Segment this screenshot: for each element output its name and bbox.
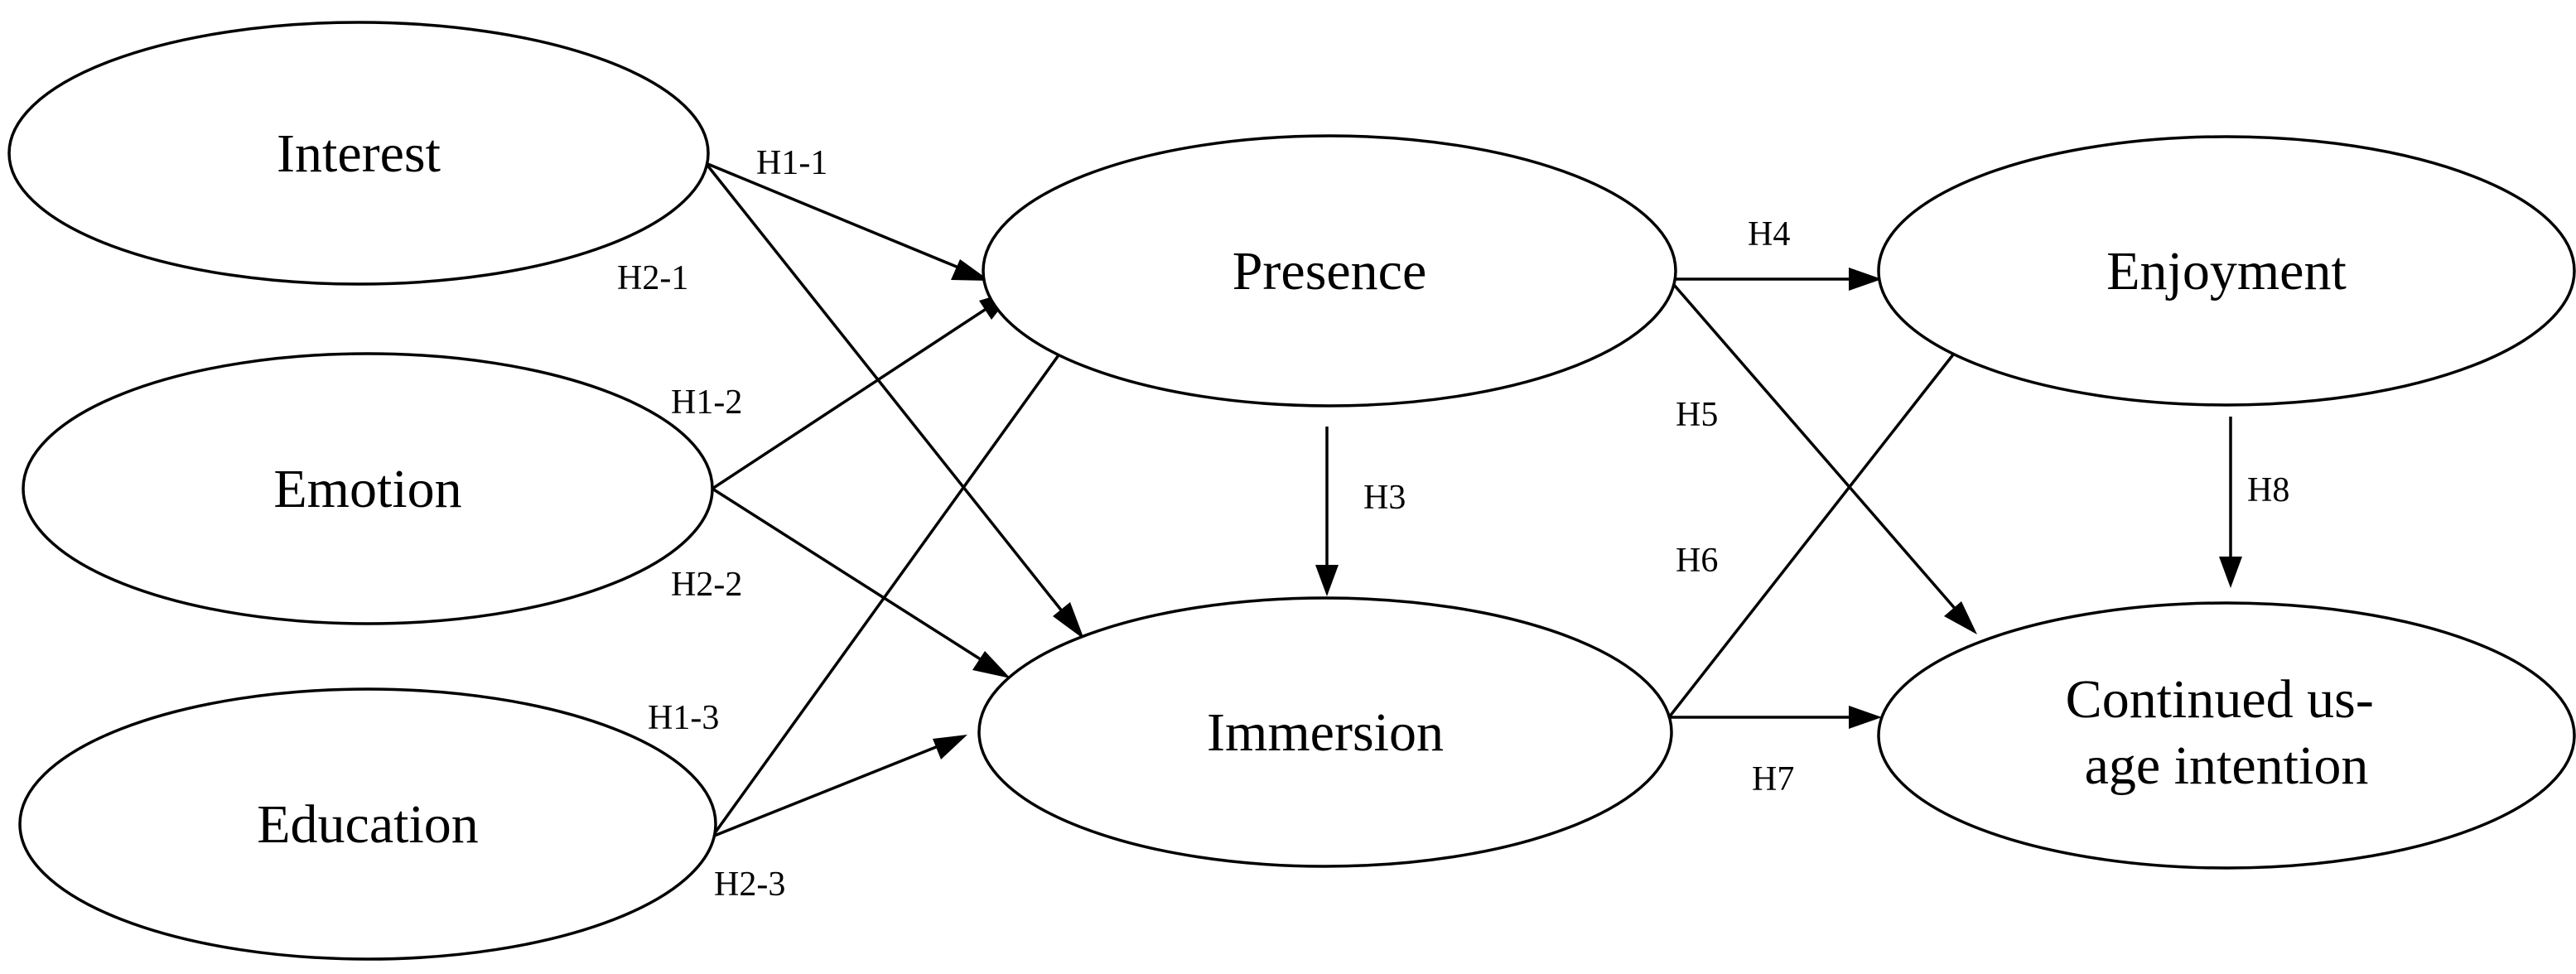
edge-label-h2-1: H2-1 [617,259,688,297]
edge-label-h1-3: H1-3 [648,699,719,737]
edge-h2-2 [712,487,1011,678]
edge-h1-1 [705,162,990,281]
edge-label-h7: H7 [1752,760,1794,798]
edge-h6 [1667,322,1978,719]
node-interest-label: Interest [277,123,441,184]
edge-label-h3: H3 [1363,479,1406,517]
node-enjoyment: Enjoyment [1877,135,2576,407]
edge-h4 [1669,268,1882,291]
node-presence: Presence [982,134,1677,407]
node-continued-label-line-2: age intention [2085,735,2369,796]
edge-h1-2 [712,290,1015,490]
node-education-label: Education [257,794,479,855]
edge-label-h2-3: H2-3 [714,866,785,904]
node-enjoyment-label: Enjoyment [2106,241,2347,301]
edge-label-h8: H8 [2247,471,2289,509]
edge-label-h1-1: H1-1 [756,144,827,182]
edge-h5 [1667,277,1977,634]
edge-label-h4: H4 [1748,215,1790,253]
edge-h8 [2219,417,2242,588]
node-interest: Interest [7,21,710,286]
node-education: Education [18,687,717,961]
node-continued-label-line-1: Continued us- [2066,669,2374,730]
edge-h7 [1669,706,1882,729]
node-immersion-label: Immersion [1207,702,1444,763]
edge-label-h1-2: H1-2 [671,383,742,422]
edge-h2-1 [704,162,1084,639]
edge-labels: H1-1 H2-1 H1-2 H2-2 H1-3 H2-3 H3 H4 H5 H… [617,144,2289,904]
node-emotion-label: Emotion [273,459,461,519]
edge-label-h5: H5 [1676,396,1718,434]
edge-h3 [1315,427,1339,596]
edge-label-h6: H6 [1676,542,1718,580]
node-immersion: Immersion [977,596,1673,868]
edge-h2-3 [712,735,967,838]
node-emotion: Emotion [22,352,714,625]
node-presence-label: Presence [1233,241,1427,301]
node-continued-usage-intention: Continued us- age intention [1877,601,2576,870]
nodes: Interest Emotion Education Presence Imme… [7,21,2576,961]
edge-label-h2-2: H2-2 [671,566,742,604]
node-continued-usage-intention-label: Continued us- age intention [2066,669,2388,796]
